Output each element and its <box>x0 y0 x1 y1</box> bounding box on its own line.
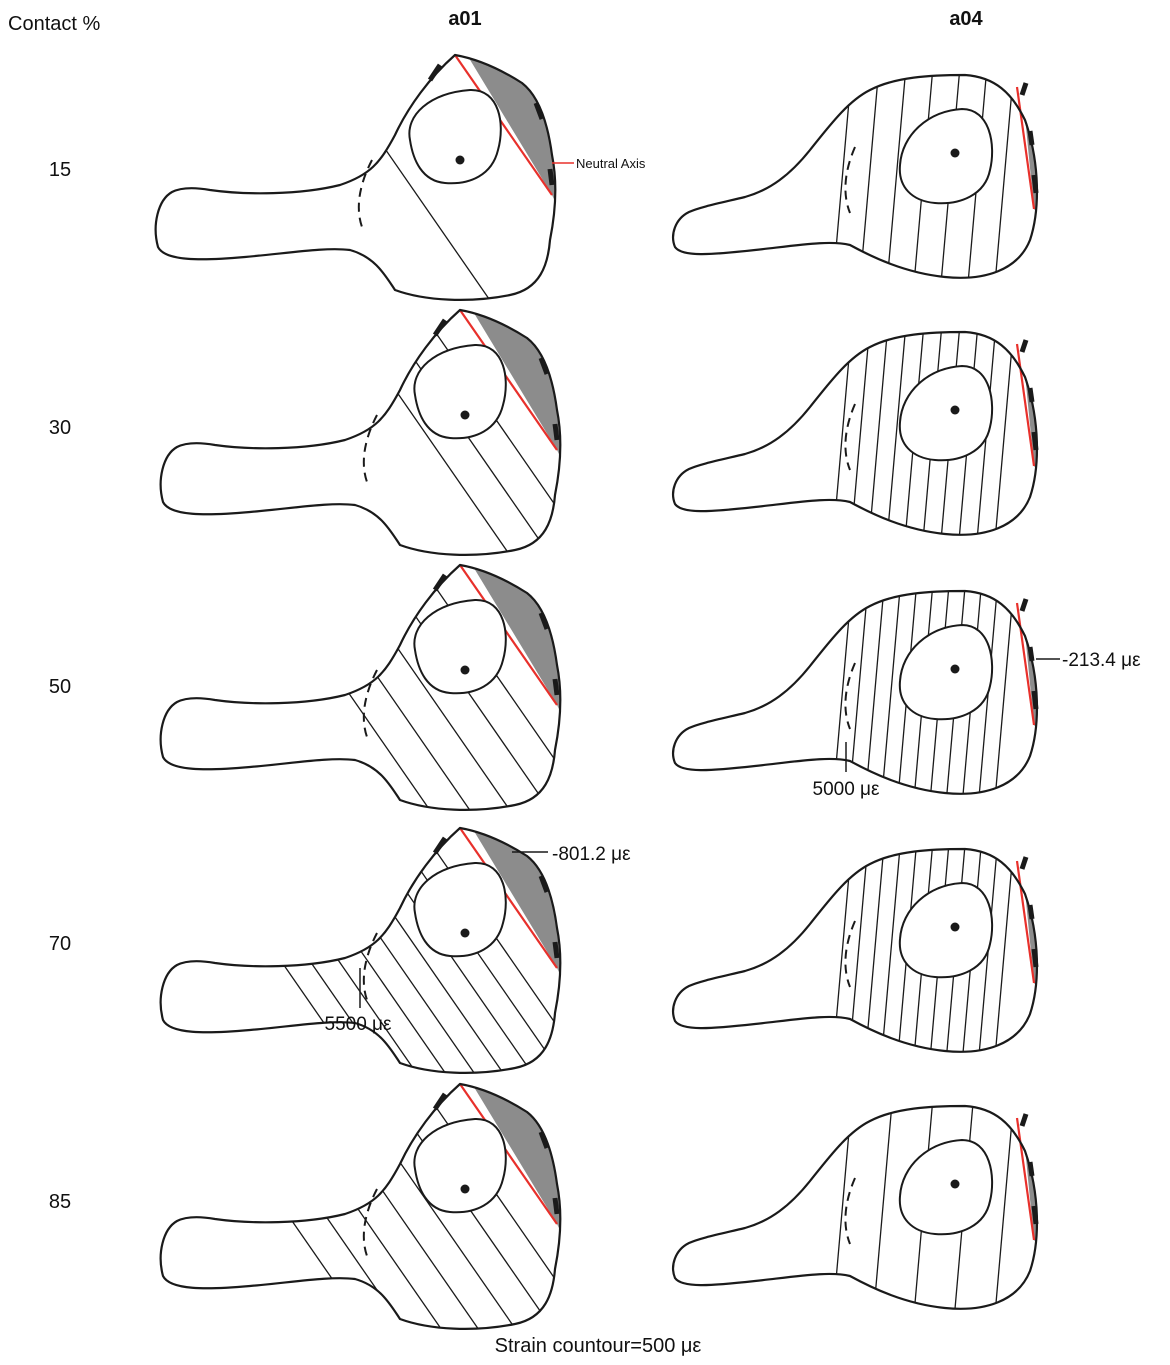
contact-label-70: 70 <box>49 933 71 955</box>
gauge-mark <box>555 424 557 440</box>
medullary-canal <box>409 90 500 183</box>
centroid-dot <box>461 411 470 420</box>
centroid-dot <box>951 406 960 415</box>
centroid-dot <box>951 1180 960 1189</box>
medullary-canal <box>414 1119 505 1212</box>
gauge-mark <box>1030 647 1032 661</box>
gauge-mark <box>555 1198 557 1214</box>
strain-contour-line <box>832 1086 853 1326</box>
strain-contour-line <box>218 828 441 1150</box>
cross-section-a01-70 <box>161 828 643 1150</box>
gauge-mark <box>550 169 552 185</box>
strain-contour-line <box>197 1084 420 1365</box>
medullary-canal <box>414 600 505 693</box>
cross-section-a01-30 <box>161 310 643 632</box>
gauge-mark <box>555 679 557 695</box>
contact-label-50: 50 <box>49 676 71 698</box>
centroid-dot <box>461 666 470 675</box>
strain-contour-line <box>873 1086 894 1326</box>
gauge-mark <box>1034 691 1036 709</box>
gauge-mark <box>1022 83 1026 95</box>
cross-section-a04-30 <box>673 312 1037 552</box>
centroid-dot <box>456 156 465 165</box>
compression-zone <box>161 310 561 555</box>
column-label-a04: a04 <box>949 8 983 30</box>
medullary-canal <box>414 345 505 438</box>
medullary-canal <box>900 109 992 203</box>
centroid-dot <box>951 923 960 932</box>
gauge-mark <box>1034 175 1036 193</box>
dashed-boundary <box>845 921 855 987</box>
strain-contour-note: Strain countour=500 με <box>495 1335 702 1357</box>
contact-label-85: 85 <box>49 1191 71 1213</box>
contact-label-30: 30 <box>49 417 71 439</box>
centroid-dot <box>461 929 470 938</box>
tension-strain-a04-50: 5000 με <box>813 779 880 800</box>
dashed-boundary <box>845 147 855 213</box>
centroid-dot <box>951 665 960 674</box>
medullary-canal <box>414 863 505 956</box>
strain-contour-line <box>832 571 853 811</box>
strain-contour-line <box>234 1084 457 1365</box>
strain-contour-line <box>189 828 412 1150</box>
compression-zone <box>161 828 561 1073</box>
compression-zone <box>161 565 561 810</box>
gauge-mark <box>1022 599 1026 611</box>
strain-contours <box>189 828 643 1150</box>
gauge-mark <box>1030 1162 1032 1176</box>
compression-strain-a04-50: -213.4 με <box>1062 650 1141 671</box>
cross-section-a01-50 <box>161 565 643 887</box>
tension-strain-a01-70: 5500 με <box>325 1014 392 1035</box>
gauge-mark <box>1022 1114 1026 1126</box>
medullary-canal <box>900 366 992 460</box>
gauge-mark <box>1030 905 1032 919</box>
dashed-boundary <box>845 1178 855 1244</box>
cross-section-a04-85 <box>673 1086 1037 1326</box>
neutral-axis-label: Neutral Axis <box>576 156 646 171</box>
contact-label-15: 15 <box>49 159 71 181</box>
dashed-boundary <box>845 404 855 470</box>
strain-contour-line <box>881 829 902 1069</box>
medullary-canal <box>900 1140 992 1234</box>
gauge-mark <box>1030 388 1032 402</box>
medullary-canal <box>900 883 992 977</box>
gauge-mark <box>1022 857 1026 869</box>
dashed-boundary <box>845 663 855 729</box>
gauge-mark <box>555 942 557 958</box>
centroid-dot <box>951 149 960 158</box>
cross-section-a04-50 <box>673 571 1037 811</box>
cross-section-a04-70 <box>673 829 1037 1069</box>
gauge-mark <box>1034 1206 1036 1224</box>
gauge-mark <box>1034 432 1036 450</box>
strain-contour-line <box>832 55 853 295</box>
strain-contour-line <box>832 829 853 1069</box>
cross-section-a04-15 <box>673 55 1037 295</box>
compression-zone <box>161 1084 561 1329</box>
gauge-mark <box>1030 131 1032 145</box>
strain-contour-line <box>832 312 853 552</box>
row-header: Contact % <box>8 13 100 35</box>
compression-zone <box>156 55 556 300</box>
gauge-mark <box>1034 949 1036 967</box>
centroid-dot <box>461 1185 470 1194</box>
medullary-canal <box>900 625 992 719</box>
compression-strain-a01-70: -801.2 με <box>552 844 631 865</box>
column-label-a01: a01 <box>448 8 481 30</box>
cross-section-a01-85 <box>161 1084 643 1365</box>
strain-contours <box>197 1084 643 1365</box>
gauge-mark <box>1022 340 1026 352</box>
strain-contour-line <box>881 571 902 811</box>
